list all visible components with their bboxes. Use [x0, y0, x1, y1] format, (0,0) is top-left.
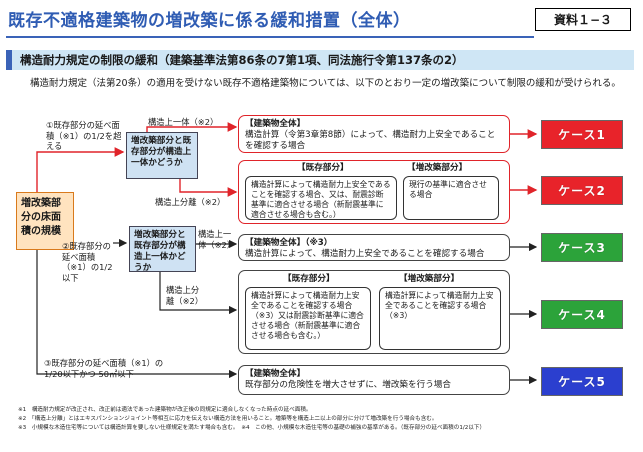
intro-text: 構造耐力規定（法第20条）の適用を受けない既存不適格建築物については、以下のとお… [30, 78, 621, 89]
case-5-badge: ケース5 [541, 367, 623, 396]
case-2-badge: ケース2 [541, 176, 623, 205]
condition-3-text: 構造計算によって、構造耐力上安全であることを確認する場合 [245, 249, 485, 259]
floor-area-scope-node: 増改築部分の床面積の規模 [16, 192, 74, 250]
branch1-decision: 増改築部分と既存部分が構造上一体かどうか [126, 132, 198, 179]
case-3-badge: ケース3 [541, 233, 623, 262]
footnote-2: ※2 「構造上分離」とはエキスパンションジョイント等相互に応力を伝えない構造方法… [18, 416, 438, 422]
document-reference: 資料１−３ [535, 8, 631, 31]
condition-5-box: 【建築物全体】 既存部分の危険性を増大させずに、増改築を行う場合 [238, 365, 510, 395]
condition-1-header: 【建築物全体】 [245, 119, 306, 129]
page-title: 既存不適格建築物の増改築に係る緩和措置（全体） [8, 11, 411, 31]
branch2-label: ②既存部分の延べ面積（※1）の1/2以下 [62, 241, 113, 283]
condition-4-existing-text: 構造計算によって構造耐力上安全であることを確認する場合（※3）又は耐震診断基準に… [245, 287, 371, 350]
condition-3-box: 【建築物全体】（※3） 構造計算によって、構造耐力上安全であることを確認する場合 [238, 234, 510, 261]
condition-2-box: 【既存部分】 【増改築部分】 構造計算によって構造耐力上安全であることを確認する… [238, 160, 510, 224]
footnote-3: ※3 小規模な木造住宅等については構造計算を要しない仕様規定を満たす場合も含む。… [18, 425, 486, 431]
branch2-decision: 増改築部分と既存部分が構造上一体かどうか [129, 226, 196, 273]
condition-1-box: 【建築物全体】 構造計算（令第3章第8節）によって、構造耐力上安全であることを確… [238, 115, 510, 153]
condition-2-addition-header: 【増改築部分】 [407, 163, 468, 173]
condition-5-header: 【建築物全体】 [245, 369, 306, 379]
condition-5-text: 既存部分の危険性を増大させずに、増改築を行う場合 [245, 380, 451, 390]
title-underline [6, 36, 534, 38]
branch2-integral-label: 構造上一体（※2） [198, 229, 236, 250]
case-4-badge: ケース4 [541, 300, 623, 329]
branch1-integral-label: 構造上一体（※2） [148, 117, 219, 127]
branch3-label: ③既存部分の延べ面積（※1）の1/20以下かつ 50㎡以下 [44, 358, 164, 379]
condition-2-addition-text: 現行の基準に適合させる場合 [403, 176, 499, 220]
condition-4-existing-header: 【既存部分】 [283, 274, 335, 284]
section-title-bar: 構造耐力規定の制限の緩和（建築基準法第86条の7第1項、同法施行令第137条の2… [6, 50, 634, 70]
branch1-separated-label: 構造上分離（※2） [155, 197, 226, 207]
case-1-badge: ケース1 [541, 120, 623, 149]
footnote-1: ※1 構造耐力規定が改正され、改正前は適法であった建築物が改正後の同規定に適合し… [18, 407, 312, 413]
section-title: 構造耐力規定の制限の緩和（建築基準法第86条の7第1項、同法施行令第137条の2… [20, 53, 464, 67]
condition-4-addition-header: 【増改築部分】 [399, 274, 460, 284]
branch2-separated-label: 構造上分離（※2） [166, 285, 204, 306]
condition-1-text: 構造計算（令第3章第8節）によって、構造耐力上安全であることを確認する場合 [245, 130, 496, 151]
condition-3-header: 【建築物全体】（※3） [245, 238, 333, 248]
condition-4-box: 【既存部分】 【増改築部分】 構造計算によって構造耐力上安全であることを確認する… [238, 270, 510, 354]
condition-4-addition-text: 構造計算によって構造耐力上安全であることを確認する場合（※3） [379, 287, 501, 350]
condition-2-existing-text: 構造計算によって構造耐力上安全であることを確認する場合、又は、耐震診断基準に適合… [245, 176, 397, 220]
branch1-label: ①既存部分の延べ面積（※1）の1/2を超える [46, 120, 122, 151]
condition-2-existing-header: 【既存部分】 [297, 163, 349, 173]
